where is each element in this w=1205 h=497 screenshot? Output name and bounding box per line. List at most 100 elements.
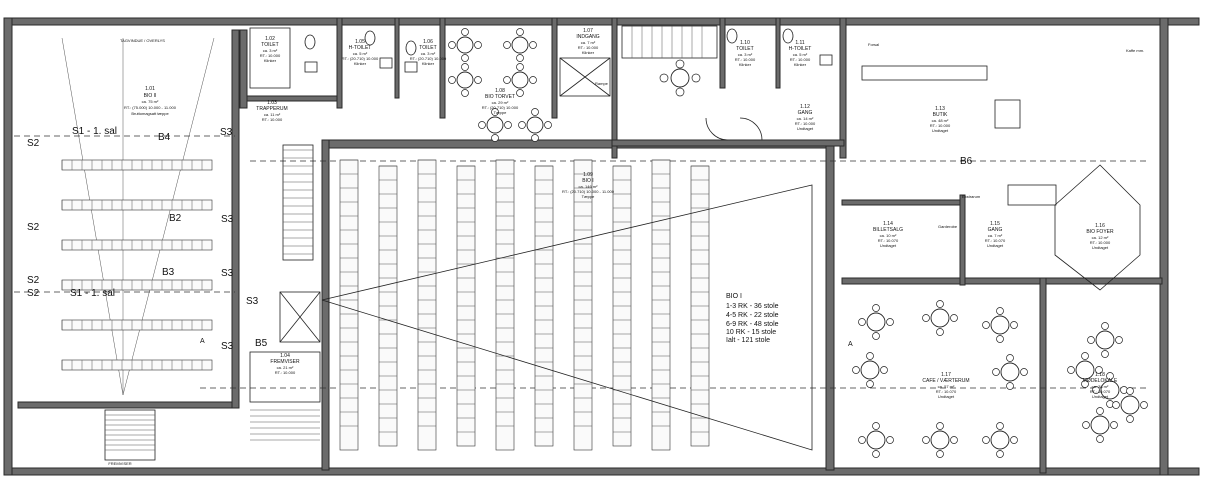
section-s2-a: S2 xyxy=(27,138,40,149)
cafe-table xyxy=(990,430,1010,450)
bio2-areal: ca. 75 m² xyxy=(142,99,159,104)
toilet3-code: 1.10 xyxy=(740,40,750,46)
cafe-chair xyxy=(1010,321,1018,329)
cafe-note: Undtaget xyxy=(938,394,955,399)
cafe-chair xyxy=(922,436,930,444)
trapperum-name: TRAPPERUM xyxy=(256,106,287,112)
gardrobe-label: Garderobe xyxy=(938,224,958,229)
fremviser-steps xyxy=(250,409,320,441)
cafe-chair xyxy=(1101,350,1109,358)
biotorvet-name: BIO TORVET xyxy=(485,94,515,100)
modelokale-code: 1.18 xyxy=(1095,372,1105,378)
biotorvet-chair xyxy=(503,76,511,84)
rampe-label: Rampe xyxy=(595,81,609,86)
biotorvet-note: Tæppe xyxy=(494,110,507,115)
cafe-chair xyxy=(1020,368,1028,376)
cafe-chair xyxy=(1115,336,1123,344)
biotorvet-chair xyxy=(478,121,486,129)
cafe-chair xyxy=(936,450,944,458)
cafe-chair xyxy=(866,352,874,360)
biotorvet-chair xyxy=(448,76,456,84)
cafe-chair xyxy=(1140,401,1148,409)
gang2-note: Undtaget xyxy=(987,243,1004,248)
billetsalg-name: BILLETSALG xyxy=(873,227,903,233)
indgang-name: INDGANG xyxy=(576,34,599,40)
htoilet1-note: Klinker xyxy=(354,61,367,66)
bio2-auditorium: TAGVINDUE / OVERLYS 1.01 BIO II ca. 75 m… xyxy=(61,37,215,466)
cafe-tables xyxy=(852,300,1148,458)
fremviser-code: 1.04 xyxy=(280,353,290,359)
bio1-seat-row xyxy=(339,159,359,451)
butik: Forsal Kaffe mm. 1.13 BUTIK ca. 48 m² RT… xyxy=(861,42,1144,133)
section-s2-b: S2 xyxy=(27,222,40,233)
biotorvet-table xyxy=(486,116,504,134)
section-s3-a: S3 xyxy=(220,127,233,138)
cafe-chair xyxy=(1112,401,1120,409)
cafe-chair xyxy=(996,307,1004,315)
cafe-chair xyxy=(936,328,944,336)
fremviser-areal: ca. 21 m² xyxy=(277,365,294,370)
cafe-chair xyxy=(880,366,888,374)
cafe-chair xyxy=(1081,352,1089,360)
section-b3: B3 xyxy=(162,267,175,278)
gang2: 1.15 GANG ca. 7 m² RT.: 10.070 Undtaget … xyxy=(962,184,1057,248)
cafe-chair xyxy=(950,314,958,322)
fremviser-rt: RT.: 10.000 xyxy=(275,370,296,375)
bio2-code: 1.01 xyxy=(145,86,155,92)
cafe-chair xyxy=(1081,380,1089,388)
gang1-rt: RT.: 10.000 xyxy=(795,121,816,126)
cafe-table xyxy=(866,430,886,450)
cafe-chair xyxy=(1106,372,1114,380)
cafe-chair xyxy=(992,368,1000,376)
biotorvet-chair xyxy=(461,89,469,97)
cafe-chair xyxy=(1006,382,1014,390)
butik-areal: ca. 48 m² xyxy=(932,118,949,123)
cafe-table xyxy=(1000,362,1020,382)
section-a-right: A xyxy=(848,341,853,348)
seating-line1: 1-3 RK - 36 stole xyxy=(726,303,779,310)
modelokale-rt: RT.: 10.070 xyxy=(1090,389,1111,394)
bio2-name: BIO II xyxy=(144,93,157,99)
cafe-chair xyxy=(996,422,1004,430)
fremviser-bottom-label: FREMVISER xyxy=(108,461,131,466)
cafe-chair xyxy=(1082,421,1090,429)
fremviser-name: FREMVISER xyxy=(270,359,300,365)
cafe-chair xyxy=(1095,366,1103,374)
toilet2-areal: ca. 3 m² xyxy=(421,51,436,56)
section-s3-c: S3 xyxy=(221,268,234,279)
section-a-left: A xyxy=(200,338,205,345)
biofoyer-areal: ca. 12 m² xyxy=(1092,235,1109,240)
cafe-chair xyxy=(866,380,874,388)
biotorvet-chair xyxy=(474,41,482,49)
biotorvet-chair xyxy=(516,63,524,71)
trapperum: 1.03 TRAPPERUM ca. 11 m² RT.: 10.000 xyxy=(256,100,314,261)
forsal-label: Forsal xyxy=(868,42,879,47)
cafe-chair xyxy=(858,436,866,444)
kokken-label: Kaffe mm. xyxy=(1126,48,1144,53)
toilet2-name: TOILET xyxy=(419,45,436,51)
bio1-seat-rows xyxy=(339,159,710,451)
toilet2-code: 1.06 xyxy=(423,39,433,45)
biotorvet-chair xyxy=(529,41,537,49)
bio2-gulv: Bruttomagsatt tæppe xyxy=(131,111,169,116)
toilet3-note: Klinker xyxy=(739,62,752,67)
bio2-stairs xyxy=(104,409,156,461)
biotorvet-chair xyxy=(503,41,511,49)
bio1-seat-row xyxy=(573,159,593,451)
butik-rt: RT.: 10.000 xyxy=(930,123,951,128)
biotorvet-rt: RT.: (20.710) 10.000 xyxy=(482,105,519,110)
toilet-block-right: 1.10 TOILET ca. 3 m² RT.: 10.000 Klinker… xyxy=(726,28,833,67)
bio2-seat-row xyxy=(61,359,213,371)
bio1-seat-row xyxy=(417,159,437,451)
htoilet2-note: Klinker xyxy=(794,62,807,67)
cafe-table xyxy=(1095,330,1115,350)
biotorvet-chair xyxy=(516,54,524,62)
trapperum-code: 1.03 xyxy=(267,100,277,106)
htoilet2-name: H-TOILET xyxy=(789,46,812,52)
cafe-chair xyxy=(872,422,880,430)
cafe-chair xyxy=(936,300,944,308)
cafe-chair xyxy=(1096,407,1104,415)
toilet3-name: TOILET xyxy=(736,46,753,52)
biotorvet-chair xyxy=(516,28,524,36)
